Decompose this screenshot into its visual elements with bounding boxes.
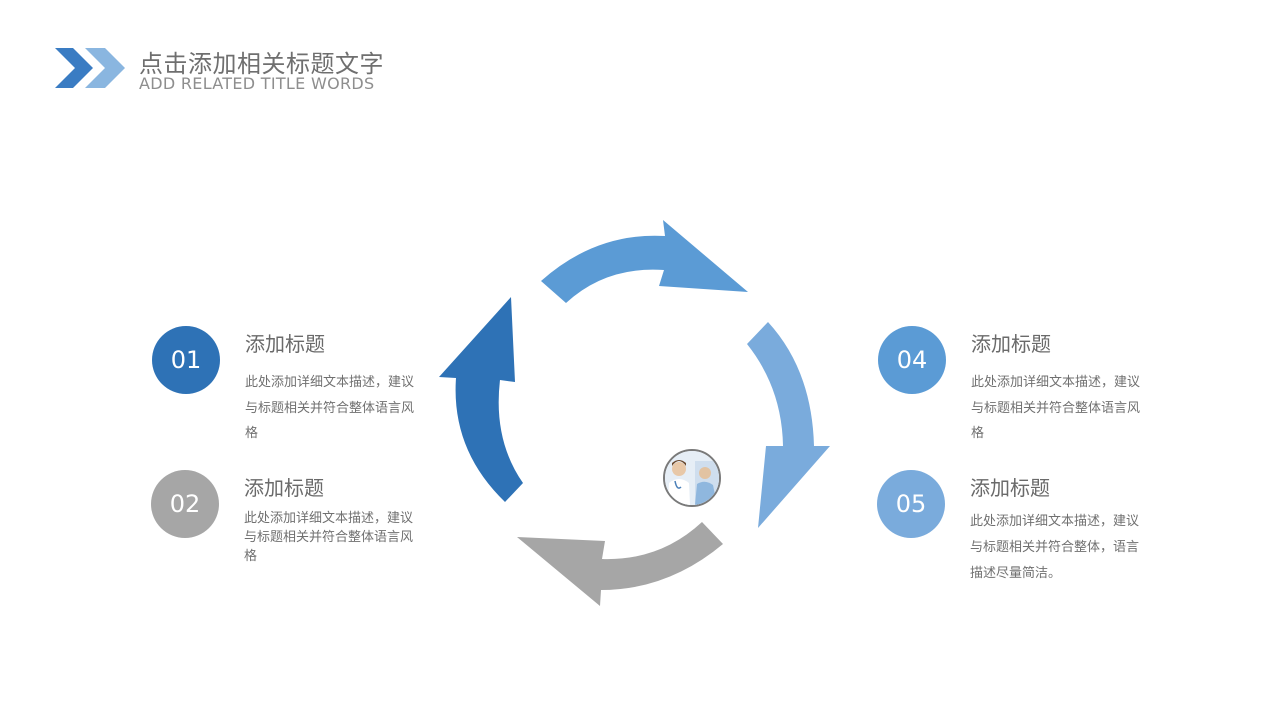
item-title: 添加标题 (970, 476, 1050, 500)
list-item-04: 04 添加标题 此处添加详细文本描述，建议与标题相关并符合整体语言风格 (878, 326, 1178, 456)
number-badge: 01 (152, 326, 220, 394)
cycle-arrow-left (439, 297, 523, 502)
list-item-05: 05 添加标题 此处添加详细文本描述，建议与标题相关并符合整体，语言描述尽量简洁… (877, 470, 1177, 600)
doctor-photo (663, 449, 721, 507)
double-chevron-right-icon (55, 48, 125, 88)
item-description: 此处添加详细文本描述，建议与标题相关并符合整体，语言描述尽量简洁。 (970, 514, 1140, 581)
number-badge: 04 (878, 326, 946, 394)
cycle-arrow-top (541, 220, 748, 303)
item-description: 此处添加详细文本描述，建议与标题相关并符合整体语言风格 (971, 375, 1141, 441)
item-title: 添加标题 (971, 332, 1051, 356)
page-title: 点击添加相关标题文字 (139, 50, 384, 78)
list-item-01: 01 添加标题 此处添加详细文本描述，建议与标题相关并符合整体语言风格 (152, 326, 452, 456)
list-item-02: 02 添加标题 此处添加详细文本描述，建议与标题相关并符合整体语言风格 (151, 470, 451, 600)
number-badge: 02 (151, 470, 219, 538)
cycle-arrow-right (747, 322, 830, 528)
cycle-arrow-bottom (517, 522, 723, 606)
page-subtitle: ADD RELATED TITLE WORDS (139, 74, 375, 93)
item-description: 此处添加详细文本描述，建议与标题相关并符合整体语言风格 (244, 511, 414, 564)
number-badge: 05 (877, 470, 945, 538)
item-title: 添加标题 (244, 476, 324, 500)
item-title: 添加标题 (245, 332, 325, 356)
item-description: 此处添加详细文本描述，建议与标题相关并符合整体语言风格 (245, 375, 415, 441)
